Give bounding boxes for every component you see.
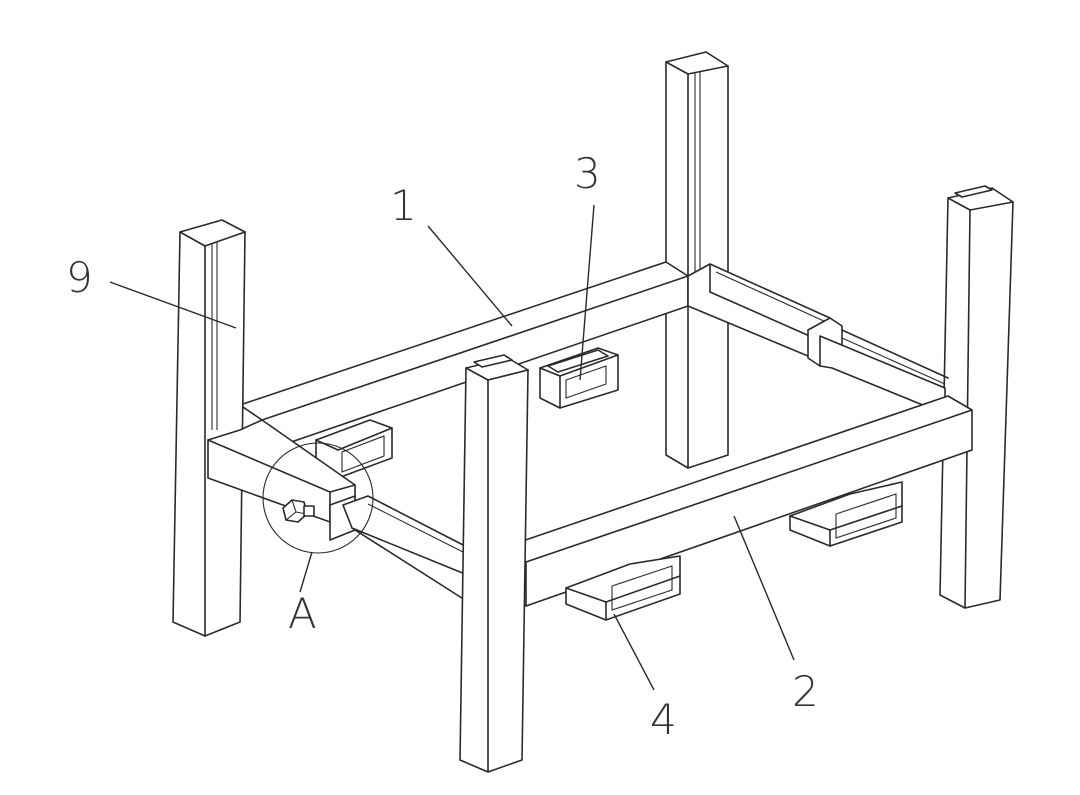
label-3: 3 xyxy=(574,149,601,198)
bolt-detail xyxy=(282,499,315,523)
beam-right-side xyxy=(687,263,949,415)
bracket-3 xyxy=(539,347,619,409)
bracket-left-back xyxy=(315,419,393,479)
label-9: 9 xyxy=(66,253,93,302)
post-left xyxy=(172,219,246,637)
leader-9 xyxy=(109,281,237,329)
label-a: A xyxy=(288,589,317,638)
leader-4 xyxy=(613,613,655,691)
leader-1 xyxy=(427,225,513,327)
beam-left-side xyxy=(207,419,466,601)
label-4: 4 xyxy=(650,695,677,744)
leader-3 xyxy=(579,204,595,381)
detail-circle-a xyxy=(262,442,374,554)
bracket-4 xyxy=(565,555,681,621)
post-back-center xyxy=(665,51,729,469)
beam-back xyxy=(239,261,689,453)
leader-2 xyxy=(733,515,795,661)
post-front xyxy=(459,354,529,773)
leader-a xyxy=(299,551,313,593)
label-2: 2 xyxy=(792,667,819,716)
bracket-right xyxy=(789,481,903,547)
label-1: 1 xyxy=(390,181,417,230)
